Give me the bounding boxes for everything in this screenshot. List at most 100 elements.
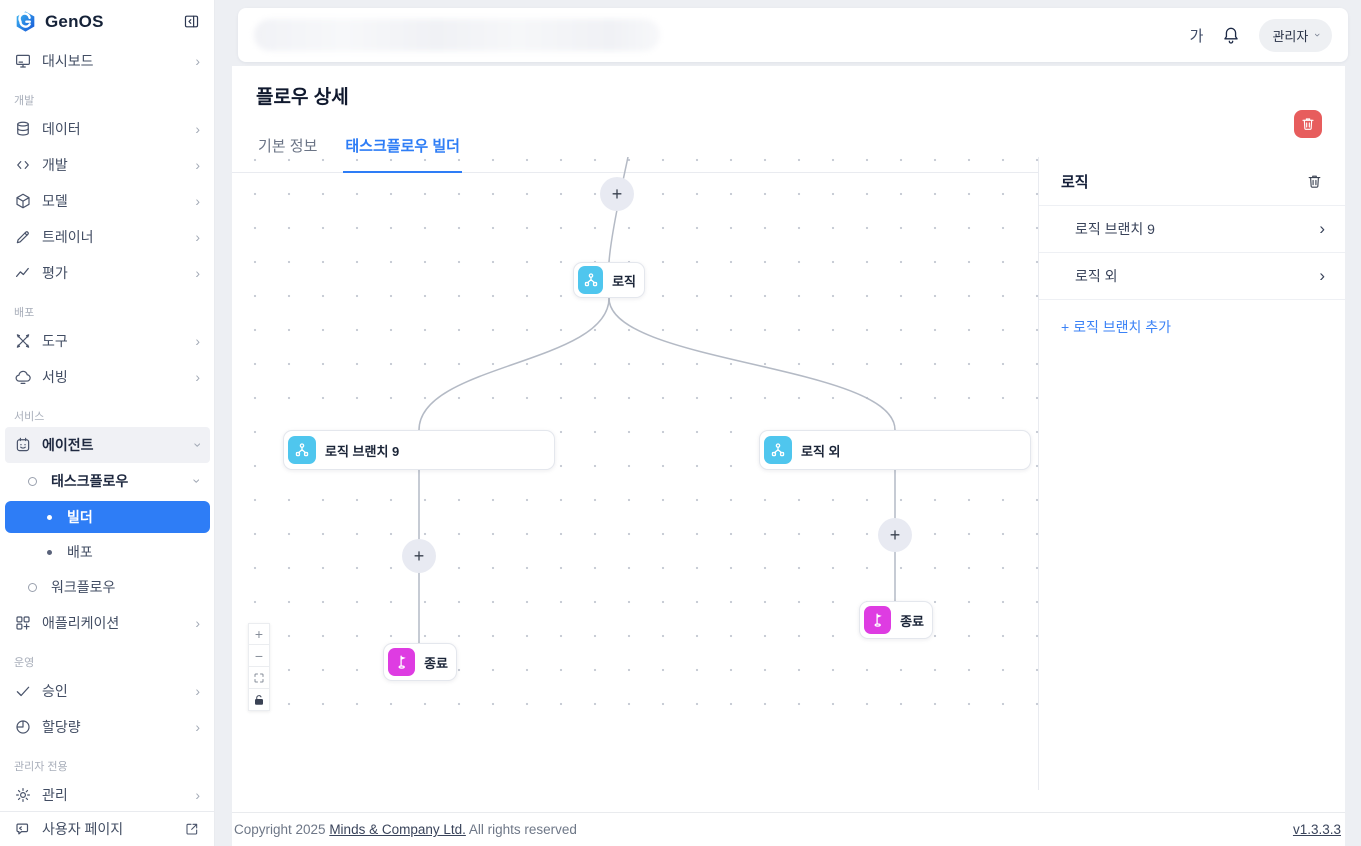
sidebar-item-builder[interactable]: 빌더 [5, 501, 210, 533]
chevron-right-icon: › [195, 719, 200, 735]
sidebar-item-serving[interactable]: 서빙 › [0, 359, 214, 395]
add-node-button[interactable]: + [402, 539, 436, 573]
sidebar-item-label: 평가 [42, 265, 68, 281]
node-label: 로직 외 [801, 443, 841, 459]
zoom-in-button[interactable]: + [248, 623, 270, 645]
sidebar-item-trainer[interactable]: 트레이너 › [0, 219, 214, 255]
trash-icon [1300, 116, 1316, 132]
header-actions: 가 관리자 › [1189, 18, 1332, 52]
sidebar-item-label: 데이터 [42, 121, 81, 137]
flow-edges [418, 157, 896, 643]
chevron-right-icon: › [1319, 266, 1325, 285]
cube-icon [14, 192, 32, 210]
sidebar-item-label: 관리 [42, 787, 68, 803]
add-node-button[interactable]: + [600, 177, 634, 211]
sidebar-collapse-icon[interactable] [183, 13, 200, 30]
sidebar-item-develop[interactable]: 개발 › [0, 147, 214, 183]
lock-icon [253, 694, 265, 706]
add-node-button[interactable]: + [878, 518, 912, 552]
sidebar-item-label: 도구 [42, 333, 68, 349]
sidebar-item-evaluation[interactable]: 평가 › [0, 255, 214, 291]
end-node-flag-icon [388, 648, 416, 676]
sidebar-item-workflow[interactable]: 워크플로우 [0, 569, 214, 605]
sidebar-item-approval[interactable]: 승인 › [0, 673, 214, 709]
trend-icon [14, 264, 32, 282]
node-logic[interactable]: 로직 [573, 262, 645, 298]
node-logic-branch-9[interactable]: 로직 브랜치 9 [283, 430, 555, 470]
sidebar-item-label: 승인 [42, 683, 68, 699]
sidebar-item-label: 대시보드 [42, 53, 94, 69]
node-end-right[interactable]: 종료 [859, 601, 933, 639]
panel-item-label: 로직 외 [1075, 268, 1118, 284]
delete-flow-button[interactable] [1294, 110, 1322, 138]
sidebar-item-tools[interactable]: 도구 › [0, 323, 214, 359]
chevron-down-icon: › [190, 442, 207, 448]
language-button[interactable]: 가 [1189, 27, 1204, 45]
plus-icon: + [254, 626, 264, 642]
bell-icon[interactable] [1221, 25, 1241, 45]
sidebar-nav: 대시보드 › 개발 데이터 › 개발 › 모델 › 트레이너 [0, 39, 214, 811]
sidebar-item-taskflow[interactable]: 태스크플로우 › [0, 463, 214, 499]
logo-row: GenOS [0, 0, 214, 39]
sidebar-item-label: 모델 [42, 193, 68, 209]
add-branch-link[interactable]: + 로직 브랜치 추가 [1061, 319, 1172, 335]
node-label: 종료 [900, 613, 924, 629]
user-menu-label: 관리자 [1272, 28, 1309, 44]
external-link-icon [184, 821, 200, 837]
sidebar-item-label: 태스크플로우 [51, 473, 129, 489]
tools-icon [14, 332, 32, 350]
zoom-out-button[interactable]: − [248, 645, 270, 667]
minus-icon: − [254, 647, 264, 664]
tab-basic-info[interactable]: 기본 정보 [258, 138, 318, 155]
chevron-right-icon: › [1319, 219, 1325, 238]
user-menu[interactable]: 관리자 › [1259, 18, 1332, 52]
copyright-prefix: Copyright 2025 [234, 822, 330, 837]
sidebar-item-application[interactable]: 애플리케이션 › [0, 605, 214, 641]
flow-canvas[interactable]: + + + 로직 로직 브랜치 9 로직 외 [232, 157, 1038, 790]
chevron-right-icon: › [195, 53, 200, 69]
company-link[interactable]: Minds & Company Ltd. [329, 822, 466, 837]
fit-view-button[interactable] [248, 667, 270, 689]
fit-view-icon [253, 672, 265, 684]
version-link[interactable]: v1.3.3.3 [1292, 822, 1341, 837]
sidebar-item-user-page[interactable]: 사용자 페이지 [0, 811, 214, 846]
panel-item-label: 로직 브랜치 9 [1075, 221, 1155, 237]
main-area: 가 관리자 › 플로우 상세 기본 정보 태스크플로우 빌더 [232, 0, 1348, 846]
content-card: 플로우 상세 기본 정보 태스크플로우 빌더 [232, 66, 1345, 812]
node-end-left[interactable]: 종료 [383, 643, 457, 681]
quota-icon [14, 718, 32, 736]
sidebar-item-agent[interactable]: 에이전트 › [5, 427, 210, 463]
node-logic-else[interactable]: 로직 외 [759, 430, 1031, 470]
sidebar-section-deploy: 배포 [14, 307, 35, 319]
panel-item-branch-9[interactable]: 로직 브랜치 9 › [1039, 206, 1345, 253]
sidebar-item-label: 개발 [42, 157, 68, 173]
logic-node-icon [288, 436, 316, 464]
chevron-right-icon: › [195, 787, 200, 803]
check-icon [14, 682, 32, 700]
sidebar-item-dashboard[interactable]: 대시보드 › [0, 43, 214, 79]
app-logo-text: GenOS [45, 11, 104, 31]
chevron-right-icon: › [195, 615, 200, 631]
sidebar-section-admin: 관리자 전용 [14, 761, 68, 773]
plus-icon: + [889, 524, 901, 545]
sidebar-item-label: 할당량 [42, 719, 81, 735]
chat-bubble-icon [14, 820, 32, 838]
chevron-right-icon: › [195, 157, 200, 173]
panel-item-else[interactable]: 로직 외 › [1039, 253, 1345, 300]
gear-icon [14, 786, 32, 804]
sidebar-item-data[interactable]: 데이터 › [0, 111, 214, 147]
breadcrumb-skeleton [254, 19, 660, 51]
sidebar-item-label: 배포 [67, 544, 93, 560]
flow-builder: + + + 로직 로직 브랜치 9 로직 외 [232, 157, 1345, 790]
chevron-down-icon: › [189, 478, 206, 484]
sidebar-item-model[interactable]: 모델 › [0, 183, 214, 219]
trash-icon[interactable] [1306, 173, 1323, 190]
sidebar-item-quota[interactable]: 할당량 › [0, 709, 214, 745]
top-header: 가 관리자 › [238, 8, 1348, 62]
lock-button[interactable] [248, 689, 270, 711]
sidebar-item-deploy[interactable]: 배포 [0, 535, 214, 569]
pencil-icon [14, 228, 32, 246]
sidebar-item-management[interactable]: 관리 › [0, 777, 214, 811]
database-icon [14, 120, 32, 138]
